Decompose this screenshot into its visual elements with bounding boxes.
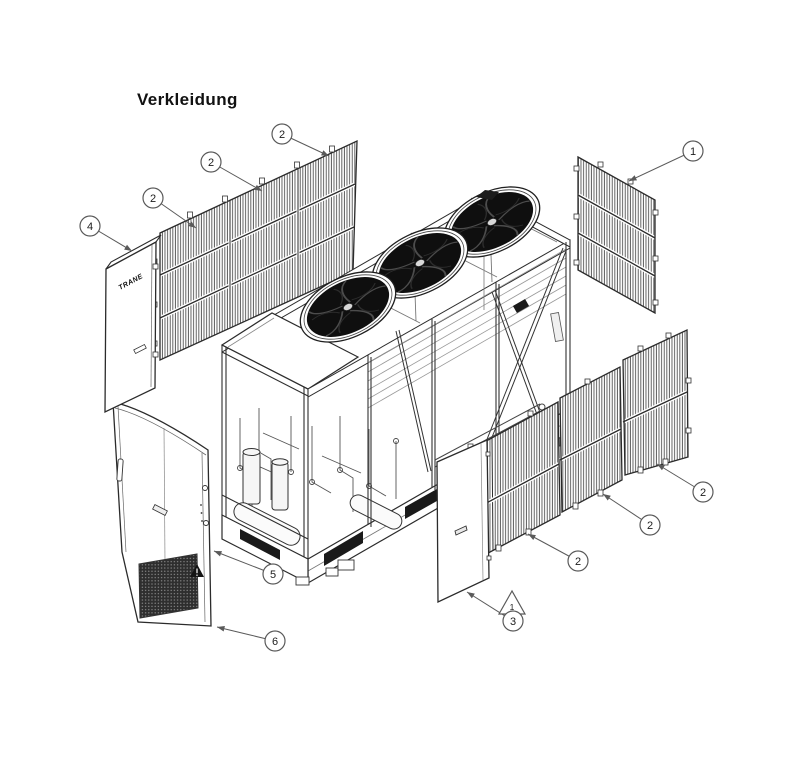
hinge-mark [202, 485, 208, 491]
panel-mounting-tabs [572, 378, 604, 510]
svg-text:3: 3 [510, 616, 516, 628]
svg-text:2: 2 [575, 556, 581, 568]
svg-text:2: 2 [208, 157, 214, 169]
warning-triangle-icon [190, 564, 204, 577]
forklift-slot [324, 531, 363, 566]
panel-clip [152, 351, 159, 358]
panel-handle-slot [454, 525, 468, 536]
door-handle-slot [116, 458, 124, 482]
perforated-vent [138, 553, 199, 619]
receiver-tank [233, 502, 301, 546]
callout-5: 5 [213, 550, 284, 585]
base-foot [295, 576, 310, 586]
svg-text:5: 5 [270, 569, 276, 581]
base-bracket [337, 559, 355, 571]
callout-2: 2 [656, 463, 714, 503]
forklift-slot [240, 529, 280, 560]
compartment-frame [221, 344, 309, 559]
callout-2: 2 [142, 187, 197, 229]
fan-sensor-clip [476, 190, 499, 200]
compressor [242, 448, 289, 511]
callout-3: 13 [466, 589, 527, 632]
svg-text:2: 2 [647, 520, 653, 532]
callout-2: 2 [200, 151, 263, 192]
callout-2: 2 [271, 123, 330, 157]
svg-text:1: 1 [690, 146, 696, 158]
panel-slot [133, 343, 147, 355]
svg-text:6: 6 [272, 636, 278, 648]
panel-mounting-tabs [573, 161, 659, 306]
forklift-slot [405, 485, 444, 519]
control-door-panel [112, 401, 212, 627]
drawing-title: Verkleidung [137, 90, 238, 109]
side-grille-panel-b [559, 365, 623, 514]
frame-posts [367, 240, 571, 527]
panel-clip [152, 263, 159, 270]
callout-4: 4 [79, 215, 133, 252]
front-access-panel [436, 439, 492, 604]
condenser-coil-louvers [367, 248, 567, 409]
side-grille-panel-c [622, 328, 692, 476]
panel-mounting-tabs [637, 332, 692, 474]
receiver-tank [349, 494, 403, 530]
svg-text:2: 2 [279, 129, 285, 141]
callout-1: 1 [628, 140, 704, 182]
door-latch-slot [152, 504, 168, 516]
callout-2: 2 [602, 493, 661, 536]
svg-text:2: 2 [150, 193, 156, 205]
svg-text:4: 4 [87, 221, 93, 233]
end-grille-panel [573, 155, 659, 315]
hinge-mark [203, 520, 209, 526]
callout-6: 6 [216, 626, 286, 652]
compressor-machinery [233, 408, 403, 546]
callout-2: 2 [527, 533, 589, 572]
post-bracket [550, 312, 564, 342]
svg-text:1: 1 [510, 602, 515, 612]
left-corner-panel: TRANE [104, 234, 162, 414]
svg-text:2: 2 [700, 487, 706, 499]
base-foot [325, 567, 339, 577]
frame-label [512, 299, 530, 313]
